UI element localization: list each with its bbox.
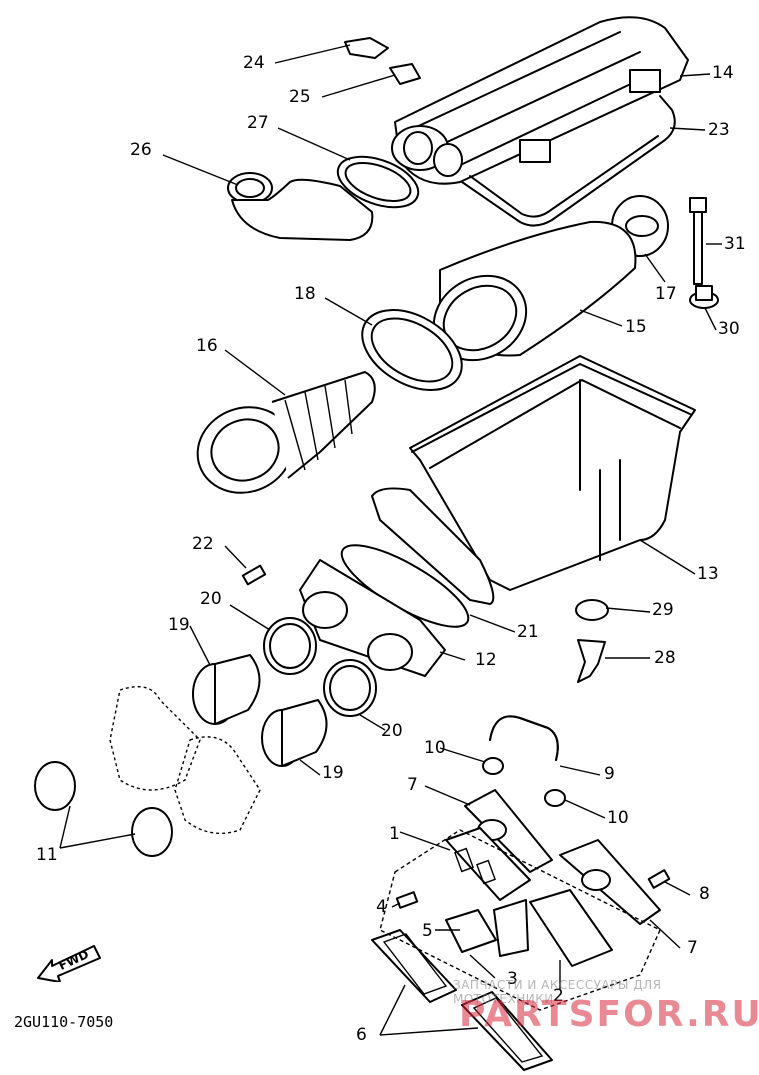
part-10-clip-a	[482, 757, 504, 775]
diagram-code: 2GU110-7050	[14, 1013, 114, 1031]
callout-13: 13	[697, 564, 719, 584]
callout-11: 11	[36, 845, 58, 865]
callout-16: 16	[196, 336, 218, 356]
part-30-grommet	[689, 285, 719, 309]
part-18-ring	[361, 309, 463, 391]
callout-28: 28	[654, 648, 676, 668]
callout-7a: 7	[407, 775, 418, 795]
fwd-arrow-icon	[37, 945, 101, 982]
part-16-filter-guide	[196, 371, 376, 494]
part-6-gasket-b	[461, 991, 553, 1071]
callout-12: 12	[475, 650, 497, 670]
callout-7b: 7	[687, 938, 698, 958]
part-28-drain	[577, 639, 606, 683]
callout-3: 3	[507, 969, 518, 989]
part-25-clip	[389, 63, 421, 85]
callout-29: 29	[652, 600, 674, 620]
callout-10b: 10	[607, 808, 629, 828]
callout-20b: 20	[381, 721, 403, 741]
part-4-screw	[395, 891, 419, 909]
callout-14: 14	[712, 63, 734, 83]
part-12-joint	[299, 559, 446, 677]
callout-4: 4	[376, 897, 387, 917]
part-6-gasket-a	[371, 929, 457, 1003]
callout-31: 31	[724, 234, 746, 254]
callout-9: 9	[604, 764, 615, 784]
callout-24: 24	[243, 53, 265, 73]
callout-6: 6	[356, 1025, 367, 1045]
callout-21: 21	[517, 622, 539, 642]
part-26-intake-duct	[227, 172, 374, 241]
part-31-bolt	[689, 197, 707, 285]
callout-1: 1	[389, 824, 400, 844]
callout-15: 15	[625, 317, 647, 337]
callout-8: 8	[699, 884, 710, 904]
callout-22: 22	[192, 534, 214, 554]
part-1-reed-valve-a	[445, 827, 531, 901]
part-7-manifold-b	[559, 839, 661, 925]
part-10-clip-b	[544, 789, 566, 807]
callout-26: 26	[130, 140, 152, 160]
watermark-tagline: ЗАПЧАСТИ И АКСЕССУАРЫ ДЛЯ МОТОТЕХНИКИ	[453, 978, 662, 1006]
part-27-clamp	[336, 155, 420, 209]
carburetor-outline	[109, 686, 261, 834]
callout-25: 25	[289, 87, 311, 107]
part-1-reed-valve-b	[529, 889, 613, 967]
callout-19a: 19	[168, 615, 190, 635]
part-22-screw	[241, 564, 267, 586]
part-24-bracket	[344, 37, 389, 59]
part-8-screw	[647, 869, 671, 889]
callout-5: 5	[422, 921, 433, 941]
part-20-clamp-a	[263, 617, 317, 675]
watermark-site: PARTSFOR.RU	[459, 994, 759, 1035]
part-9-hose	[489, 715, 559, 761]
part-13-airbox	[371, 355, 696, 605]
callout-18: 18	[294, 284, 316, 304]
part-23-cover-seal	[461, 95, 676, 227]
callout-17: 17	[655, 284, 677, 304]
callout-30: 30	[718, 319, 740, 339]
callout-27: 27	[247, 113, 269, 133]
leader-lines	[59, 44, 722, 1036]
part-20-clamp-b	[323, 659, 377, 717]
part-15-filter-element	[432, 220, 637, 362]
part-19-carb-joint-a	[192, 654, 261, 725]
reed-assembly-boundary	[379, 829, 661, 1011]
callout-20a: 20	[200, 589, 222, 609]
part-29-clamp	[575, 599, 609, 621]
part-19-carb-joint-b	[261, 699, 328, 767]
callout-2: 2	[553, 986, 564, 1006]
callout-23: 23	[708, 120, 730, 140]
part-5-reed-plate	[445, 899, 529, 957]
part-14-airbox-cover	[391, 16, 689, 185]
callout-10a: 10	[424, 738, 446, 758]
callout-19b: 19	[322, 763, 344, 783]
part-11-clamp	[34, 761, 173, 857]
